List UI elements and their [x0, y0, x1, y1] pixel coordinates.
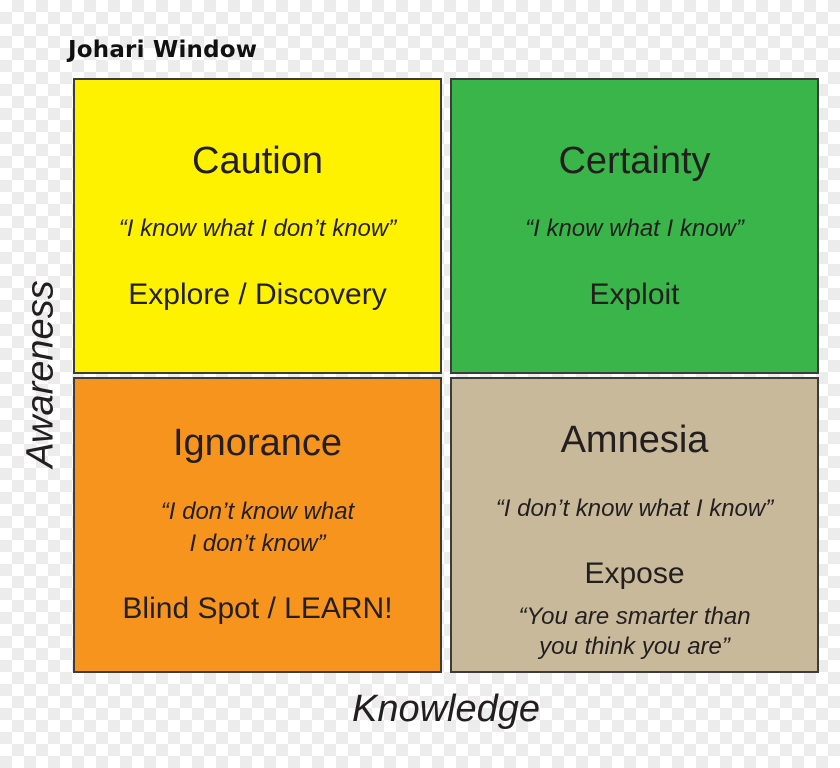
quadrant-caution: Caution “I know what I don’t know” Explo… [73, 78, 442, 374]
caution-quote: “I know what I don’t know” [118, 215, 397, 242]
certainty-quote: “I know what I know” [525, 215, 744, 242]
amnesia-action: Expose [584, 557, 685, 590]
y-axis-label: Awareness [19, 280, 62, 468]
amnesia-note-line1: “You are smarter than [518, 603, 751, 630]
amnesia-quote: “I don’t know what I know” [495, 495, 774, 522]
ignorance-heading: Ignorance [172, 422, 342, 464]
ignorance-quote-line2: I don’t know” [189, 530, 326, 557]
certainty-action: Exploit [589, 278, 680, 311]
quadrant-amnesia: Amnesia “I don’t know what I know” Expos… [450, 377, 819, 673]
caution-heading: Caution [192, 140, 323, 182]
quadrant-certainty: Certainty “I know what I know” Exploit [450, 78, 819, 374]
caution-action: Explore / Discovery [128, 278, 387, 311]
ignorance-quote-line1: “I don’t know what [160, 498, 355, 525]
x-axis-label: Knowledge [351, 688, 541, 730]
certainty-heading: Certainty [558, 140, 711, 182]
ignorance-action: Blind Spot / LEARN! [122, 592, 393, 625]
amnesia-note-line2: you think you are” [539, 633, 730, 660]
amnesia-heading: Amnesia [560, 419, 709, 461]
diagram-title: Johari Window [68, 37, 258, 63]
quadrant-ignorance: Ignorance “I don’t know what I don’t kno… [73, 377, 442, 673]
